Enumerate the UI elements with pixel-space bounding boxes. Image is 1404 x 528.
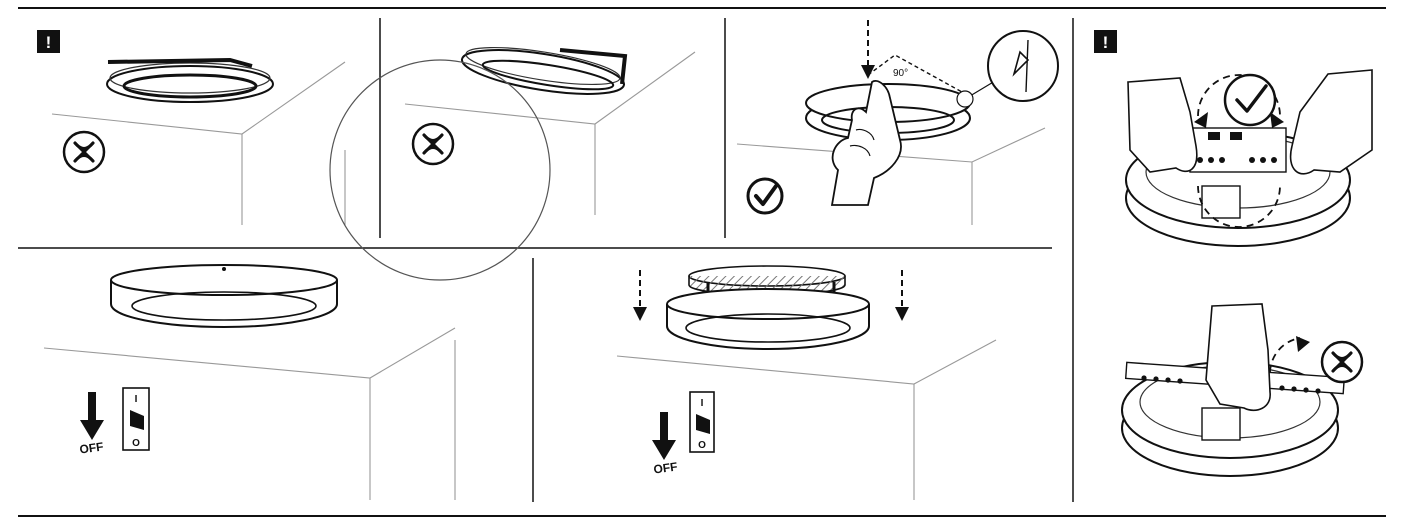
panel-3-correct: 90° xyxy=(736,20,1059,225)
angle-guide xyxy=(867,54,963,93)
warning-glyph: ! xyxy=(46,33,52,52)
terminal-dots xyxy=(1197,157,1277,163)
wall-switch: I O xyxy=(689,391,715,453)
x-icon xyxy=(411,122,455,166)
lamp-back-correct xyxy=(1125,69,1373,247)
switch-off-label: O xyxy=(132,438,140,449)
off-arrow xyxy=(652,412,676,460)
switch-off-label: O xyxy=(698,440,706,451)
lamp-back-wrong xyxy=(1121,303,1346,477)
hand-push xyxy=(830,80,902,206)
lamp-ring-tilted xyxy=(106,57,274,103)
warning-badge: ! xyxy=(1094,30,1117,53)
panel-5-mount: OFF I O xyxy=(616,265,997,500)
x-icon xyxy=(62,130,106,174)
switch-on-label: I xyxy=(701,398,704,409)
panel-6-terminal: ! xyxy=(1094,30,1373,477)
panel-1-wrong: ! xyxy=(37,30,346,225)
off-arrow xyxy=(80,392,104,440)
warning-badge: ! xyxy=(37,30,60,53)
detail-magnifier xyxy=(987,30,1059,102)
zoom-circle xyxy=(329,59,551,281)
panel-4-power-off: OFF I O xyxy=(43,264,456,500)
switch-on-label: I xyxy=(135,394,138,405)
terminal-dots xyxy=(1141,375,1321,394)
lamp-mounted xyxy=(110,264,338,328)
off-label: OFF xyxy=(653,459,679,476)
x-icon xyxy=(1320,340,1364,384)
warning-glyph: ! xyxy=(1103,33,1109,52)
angle-label: 90° xyxy=(893,68,908,79)
lamp-ring-angled xyxy=(460,46,628,95)
wall-switch: I O xyxy=(122,387,150,451)
off-label: OFF xyxy=(79,439,105,456)
check-icon-large xyxy=(1223,73,1277,127)
lamp-lifting xyxy=(666,288,870,350)
panel-2-wrong xyxy=(404,46,696,215)
check-icon xyxy=(746,177,784,215)
